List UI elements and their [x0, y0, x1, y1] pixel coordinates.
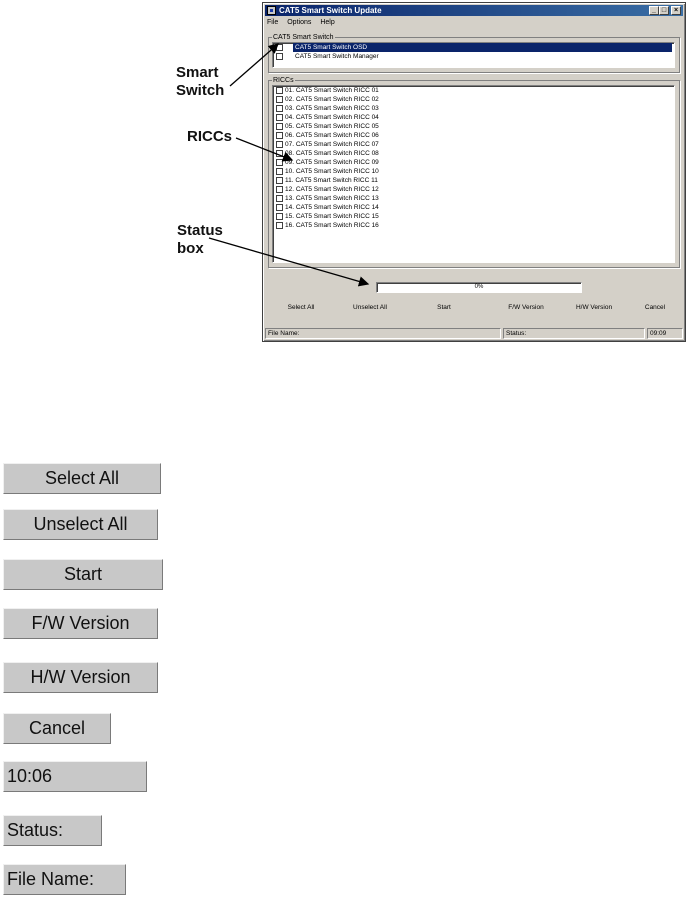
title-bar[interactable]: CAT5 Smart Switch Update _ □ × — [265, 5, 683, 16]
riccs-group: RICCs 01. CAT5 Smart Switch RICC 01 02. C… — [268, 76, 680, 268]
list-item[interactable]: 15. CAT5 Smart Switch RICC 15 — [273, 212, 674, 221]
legend-clock: 10:06 — [3, 761, 147, 792]
annotation-smart-switch: Smart Switch — [176, 64, 225, 99]
list-item-label: 09. CAT5 Smart Switch RICC 09 — [285, 159, 379, 166]
close-button[interactable]: × — [671, 6, 681, 15]
list-item[interactable]: 16. CAT5 Smart Switch RICC 16 — [273, 221, 674, 230]
list-item-label: 10. CAT5 Smart Switch RICC 10 — [285, 168, 379, 175]
fw-version-button[interactable]: F/W Version — [508, 304, 544, 311]
status-progress-box: 0% — [376, 282, 582, 293]
list-item-label: 16. CAT5 Smart Switch RICC 16 — [285, 222, 379, 229]
list-item[interactable]: 10. CAT5 Smart Switch RICC 10 — [273, 167, 674, 176]
checkbox[interactable] — [276, 186, 283, 193]
maximize-button[interactable]: □ — [659, 6, 669, 15]
app-icon — [267, 6, 276, 15]
checkbox[interactable] — [276, 222, 283, 229]
annotation-status-box: Status box — [177, 222, 223, 257]
list-item-label: 11. CAT5 Smart Switch RICC 11 — [285, 177, 378, 184]
window-title: CAT5 Smart Switch Update — [279, 6, 382, 15]
list-item-label: 06. CAT5 Smart Switch RICC 06 — [285, 132, 379, 139]
menu-bar: File Options Help — [267, 18, 342, 27]
list-item[interactable]: CAT5 Smart Switch Manager — [273, 52, 674, 61]
list-item-label: 02. CAT5 Smart Switch RICC 02 — [285, 96, 379, 103]
legend-fw-version: F/W Version — [3, 608, 158, 639]
list-item-label: CAT5 Smart Switch Manager — [295, 53, 379, 60]
list-item[interactable]: 09. CAT5 Smart Switch RICC 09 — [273, 158, 674, 167]
legend-start: Start — [3, 559, 163, 590]
list-item-label: 08. CAT5 Smart Switch RICC 08 — [285, 150, 379, 157]
list-item[interactable]: 05. CAT5 Smart Switch RICC 05 — [273, 122, 674, 131]
list-item-label: CAT5 Smart Switch OSD — [293, 43, 672, 52]
checkbox[interactable] — [276, 132, 283, 139]
annotation-riccs: RICCs — [187, 128, 233, 145]
minimize-button[interactable]: _ — [649, 6, 659, 15]
status-bar: File Name: Status: 09:09 — [265, 328, 683, 339]
checkbox[interactable] — [276, 177, 283, 184]
status-panel: Status: — [503, 328, 645, 339]
file-name-panel: File Name: — [265, 328, 501, 339]
checkbox[interactable] — [276, 114, 283, 121]
list-item[interactable]: 12. CAT5 Smart Switch RICC 12 — [273, 185, 674, 194]
checkbox[interactable] — [276, 204, 283, 211]
smart-switch-group: CAT5 Smart Switch CAT5 Smart Switch OSD … — [268, 33, 680, 73]
legend-select-all: Select All — [3, 463, 161, 494]
legend-cancel: Cancel — [3, 713, 111, 744]
progress-label: 0% — [474, 284, 484, 290]
list-item-label: 07. CAT5 Smart Switch RICC 07 — [285, 141, 379, 148]
legend-unselect-all: Unselect All — [3, 509, 158, 540]
smart-switch-group-label: CAT5 Smart Switch — [272, 33, 335, 42]
list-item[interactable]: 14. CAT5 Smart Switch RICC 14 — [273, 203, 674, 212]
list-item[interactable]: 04. CAT5 Smart Switch RICC 04 — [273, 113, 674, 122]
checkbox[interactable] — [276, 213, 283, 220]
list-item[interactable]: 07. CAT5 Smart Switch RICC 07 — [273, 140, 674, 149]
cancel-button[interactable]: Cancel — [644, 304, 666, 311]
checkbox[interactable] — [276, 96, 283, 103]
list-item-label: 14. CAT5 Smart Switch RICC 14 — [285, 204, 379, 211]
list-item-label: 13. CAT5 Smart Switch RICC 13 — [285, 195, 379, 202]
select-all-button[interactable]: Select All — [287, 304, 315, 311]
list-item-label: 12. CAT5 Smart Switch RICC 12 — [285, 186, 379, 193]
list-item[interactable]: 11. CAT5 Smart Switch RICC 11 — [273, 176, 674, 185]
list-item-label: 15. CAT5 Smart Switch RICC 15 — [285, 213, 379, 220]
riccs-list[interactable]: 01. CAT5 Smart Switch RICC 01 02. CAT5 Sm… — [272, 85, 675, 263]
checkbox[interactable] — [276, 141, 283, 148]
smart-switch-list: CAT5 Smart Switch OSD CAT5 Smart Switch … — [272, 42, 675, 68]
arrow-riccs — [235, 137, 294, 162]
list-item[interactable]: 03. CAT5 Smart Switch RICC 03 — [273, 104, 674, 113]
start-button[interactable]: Start — [437, 304, 451, 311]
checkbox[interactable] — [276, 168, 283, 175]
checkbox[interactable] — [276, 87, 283, 94]
list-item-label: 01. CAT5 Smart Switch RICC 01 — [285, 87, 379, 94]
app-window: CAT5 Smart Switch Update _ □ × File Opti… — [262, 2, 686, 342]
list-item-label: 04. CAT5 Smart Switch RICC 04 — [285, 114, 379, 121]
checkbox[interactable] — [276, 159, 283, 166]
clock-panel: 09:09 — [647, 328, 683, 339]
checkbox[interactable] — [276, 53, 283, 60]
list-item[interactable]: 06. CAT5 Smart Switch RICC 06 — [273, 131, 674, 140]
legend-hw-version: H/W Version — [3, 662, 158, 693]
arrow-smart-switch — [229, 43, 279, 87]
button-bar: Select All Unselect All Start F/W Versio… — [269, 301, 681, 315]
unselect-all-button[interactable]: Unselect All — [353, 304, 387, 311]
menu-help[interactable]: Help — [320, 19, 335, 26]
list-item[interactable]: 13. CAT5 Smart Switch RICC 13 — [273, 194, 674, 203]
legend-status: Status: — [3, 815, 102, 846]
menu-options[interactable]: Options — [287, 19, 312, 26]
list-item[interactable]: 02. CAT5 Smart Switch RICC 02 — [273, 95, 674, 104]
checkbox[interactable] — [276, 123, 283, 130]
checkbox[interactable] — [276, 105, 283, 112]
list-item-label: 05. CAT5 Smart Switch RICC 05 — [285, 123, 379, 130]
arrow-status-box — [208, 237, 370, 287]
legend-file-name: File Name: — [3, 864, 126, 895]
list-item-label: 03. CAT5 Smart Switch RICC 03 — [285, 105, 379, 112]
hw-version-button[interactable]: H/W Version — [575, 304, 613, 311]
checkbox[interactable] — [276, 195, 283, 202]
menu-file[interactable]: File — [267, 19, 279, 26]
riccs-group-label: RICCs — [272, 76, 295, 85]
list-item[interactable]: 01. CAT5 Smart Switch RICC 01 — [273, 86, 674, 95]
